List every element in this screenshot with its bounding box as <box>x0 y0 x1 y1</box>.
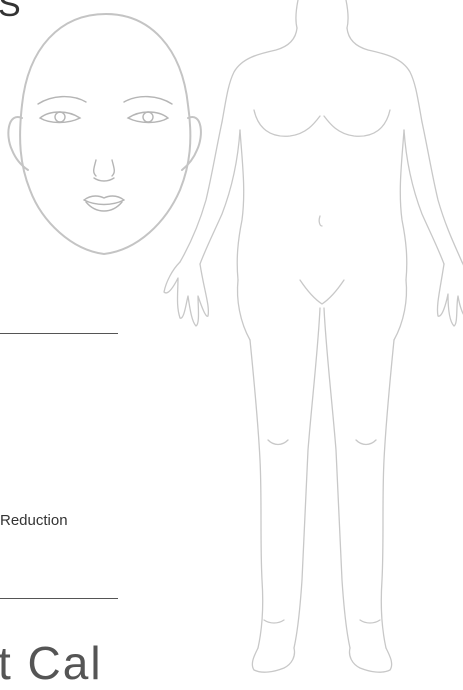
footer-text-fragment: t Cal <box>0 636 103 690</box>
consultation-form-page: S Reduction <box>0 0 463 675</box>
form-line-1 <box>0 333 118 334</box>
reduction-label: Reduction <box>0 512 68 529</box>
body-outline-icon <box>150 0 463 675</box>
form-line-2 <box>0 598 118 599</box>
